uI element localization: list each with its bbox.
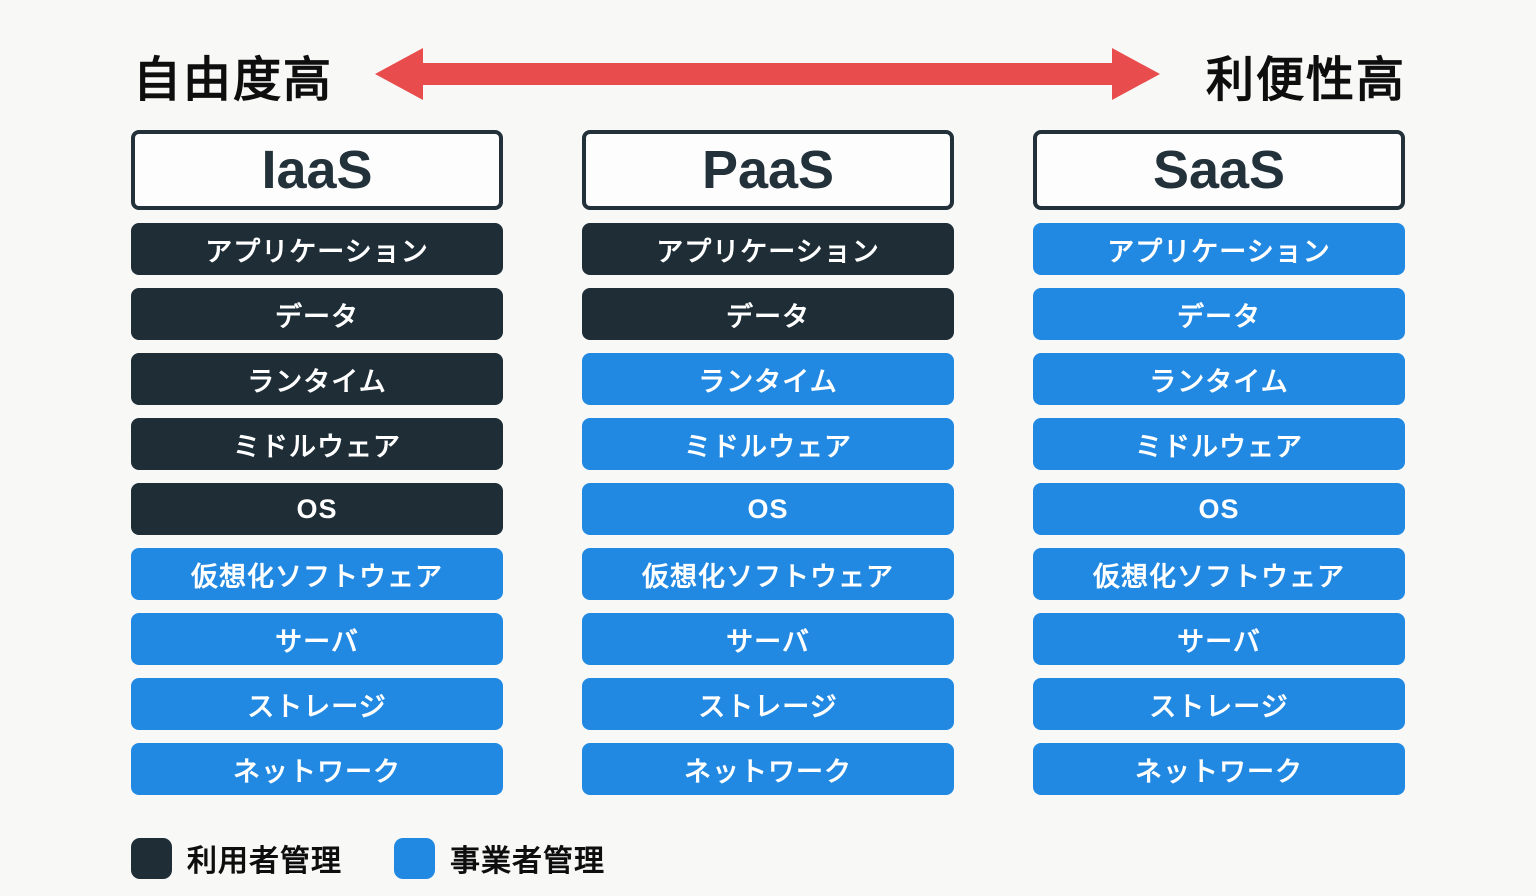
layer-row: サーバ — [1033, 613, 1405, 665]
layer-row: ミドルウェア — [582, 418, 954, 470]
layer-row: OS — [1033, 483, 1405, 535]
layer-row: ミドルウェア — [131, 418, 503, 470]
layer-row: OS — [131, 483, 503, 535]
layer-row: OS — [582, 483, 954, 535]
convenience-high-label: 利便性高 — [1205, 54, 1406, 107]
layer-row: データ — [582, 288, 954, 340]
legend-item-user-managed: 利用者管理 — [131, 836, 342, 880]
column-iaas: IaaS アプリケーションデータランタイムミドルウェア OS 仮想化ソフトウェアサーバ… — [131, 130, 503, 795]
layer-row: 仮想化ソフトウェア — [582, 548, 954, 600]
layer-row: ランタイム — [1033, 353, 1405, 405]
layer-row: データ — [1033, 288, 1405, 340]
arrow-shaft — [417, 63, 1118, 85]
layer-row: ストレージ — [1033, 678, 1405, 730]
layer-row: ミドルウェア — [1033, 418, 1405, 470]
layer-row: サーバ — [582, 613, 954, 665]
layer-row: データ — [131, 288, 503, 340]
layer-row: ランタイム — [131, 353, 503, 405]
layer-row: アプリケーション — [131, 223, 503, 275]
legend: 利用者管理 事業者管理 — [131, 836, 605, 880]
layer-row: ランタイム — [582, 353, 954, 405]
layer-row: ネットワーク — [582, 743, 954, 795]
column-header-paas: PaaS — [582, 130, 954, 210]
provider-managed-label: 事業者管理 — [450, 845, 605, 878]
layer-row: ストレージ — [131, 678, 503, 730]
layer-row: アプリケーション — [582, 223, 954, 275]
column-header-saas: SaaS — [1033, 130, 1405, 210]
user-managed-label: 利用者管理 — [187, 845, 342, 878]
legend-item-provider-managed: 事業者管理 — [394, 836, 605, 880]
layer-row: アプリケーション — [1033, 223, 1405, 275]
freedom-convenience-arrow — [375, 48, 1160, 100]
arrow-left-head — [375, 48, 423, 100]
column-paas: PaaS アプリケーションデータランタイムミドルウェア OS 仮想化ソフトウェアサーバ… — [582, 130, 954, 795]
column-saas: SaaS アプリケーションデータランタイムミドルウェア OS 仮想化ソフトウェアサーバ… — [1033, 130, 1405, 795]
layer-row: ネットワーク — [131, 743, 503, 795]
layer-row: ネットワーク — [1033, 743, 1405, 795]
layer-row: 仮想化ソフトウェア — [1033, 548, 1405, 600]
freedom-high-label: 自由度高 — [133, 54, 334, 107]
layer-row: 仮想化ソフトウェア — [131, 548, 503, 600]
layer-row: サーバ — [131, 613, 503, 665]
provider-managed-swatch — [394, 837, 435, 879]
arrow-right-head — [1112, 48, 1160, 100]
user-managed-swatch — [131, 837, 172, 879]
column-header-iaas: IaaS — [131, 130, 503, 210]
layer-row: ストレージ — [582, 678, 954, 730]
